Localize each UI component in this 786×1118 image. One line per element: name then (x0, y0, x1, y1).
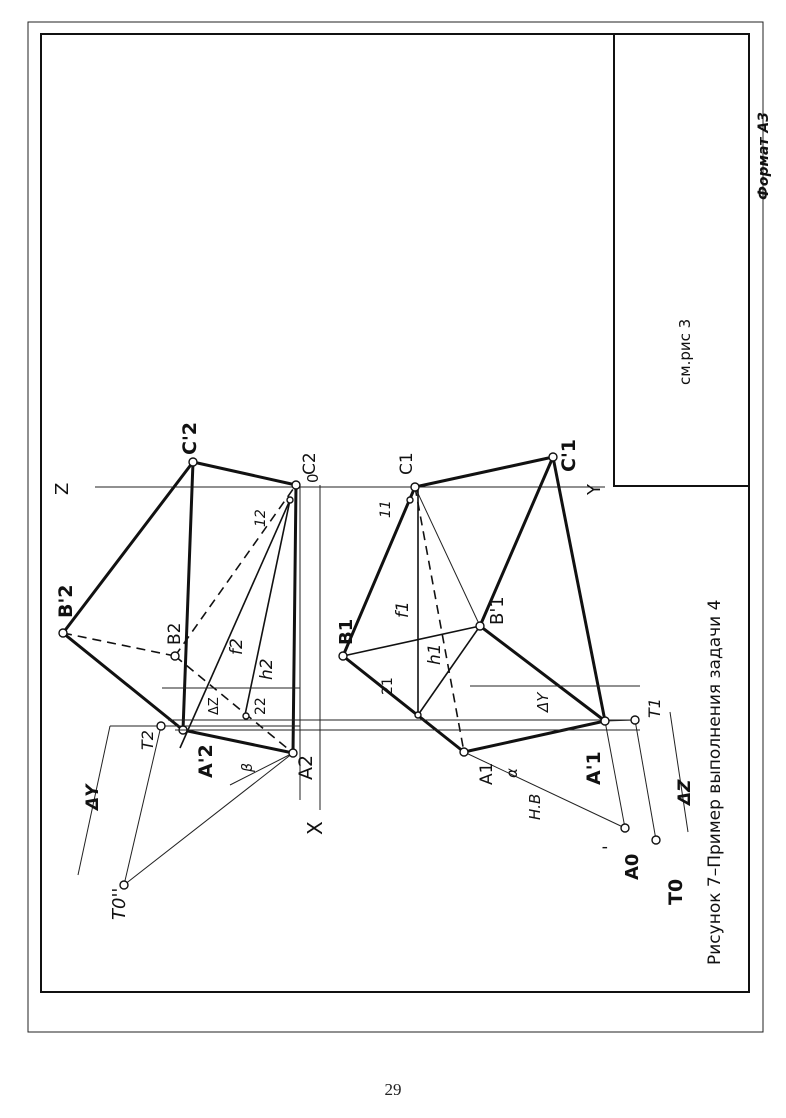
edge-b2p-a2p (61, 631, 185, 732)
point-a1 (459, 747, 469, 757)
point-b2-prime (58, 628, 68, 638)
axis-x-label: X (303, 821, 327, 835)
label-t0-dbl: T0'' (109, 888, 130, 920)
point-a2 (288, 748, 298, 758)
format-label: Формат А3 (756, 112, 772, 200)
label-a2: A2 (295, 755, 317, 780)
edge-b1-c1 (341, 485, 417, 658)
label-b2: B2 (165, 623, 185, 645)
inner-frame (40, 33, 750, 993)
line-f1 (417, 625, 481, 716)
label-22: 22 (253, 697, 269, 715)
figure-caption: Рисунок 7–Пример выполнения задачи 4 (705, 600, 725, 965)
label-c2: C2 (300, 452, 320, 475)
label-t1: T1 (645, 698, 664, 718)
label-a1-prime: A'1 (583, 751, 605, 785)
label-b2-prime: B'2 (55, 584, 77, 618)
edge-c2p-a2p (181, 460, 195, 732)
edge-b1-b1p (342, 625, 481, 657)
label-hb: H.B (526, 794, 544, 820)
label-f1: f1 (393, 601, 413, 618)
edge-b1p-a1 (478, 624, 607, 723)
line-h2 (179, 499, 291, 749)
point-c2 (291, 480, 301, 490)
line-c1-b1p (414, 486, 481, 627)
label-t2: T2 (138, 730, 157, 750)
line-hb (463, 751, 626, 829)
point-b1 (338, 651, 348, 661)
axis-origin-label: 0 (304, 473, 322, 483)
label-11: 11 (378, 500, 394, 518)
label-delta-y: ΔY (83, 783, 103, 812)
label-h1: h1 (425, 643, 445, 665)
dash-b2-c2 (174, 484, 297, 657)
edge-a2p-a2 (181, 728, 295, 755)
point-c1 (410, 482, 420, 492)
line-beta (229, 752, 294, 786)
label-b1: B1 (336, 619, 357, 645)
edge-b2p-c2p (61, 460, 195, 635)
label-21: 21 (380, 677, 396, 695)
point-21 (414, 711, 422, 719)
line-f2 (244, 499, 291, 716)
point-11 (406, 496, 414, 504)
edge-c1p-b1p (478, 455, 555, 628)
label-a1: A1 (477, 763, 497, 785)
point-t0-dbl (119, 880, 129, 890)
point-a0 (620, 823, 630, 833)
line-t0-a2 (123, 752, 294, 886)
label-a2-prime: A'2 (195, 744, 217, 778)
point-c1-prime (548, 452, 558, 462)
edge-c2-a2 (291, 483, 298, 755)
edge-c1-c1p (413, 455, 555, 489)
dash-b2p-b2 (62, 632, 176, 657)
line-t0-t2 (123, 725, 162, 886)
label-c2-prime: C'2 (179, 422, 201, 455)
point-t2 (156, 721, 166, 731)
label-a0: A0 (622, 854, 643, 880)
title-block (613, 33, 750, 487)
edge-b1-a1p (341, 654, 466, 754)
point-t0 (651, 835, 661, 845)
label-c1-prime: C'1 (558, 439, 580, 472)
dash-c1-a1p (414, 486, 465, 753)
stamp-note: см.рис 3 (676, 319, 694, 385)
page-number: 29 (384, 1080, 402, 1099)
label-c1: C1 (397, 452, 417, 475)
point-a1-prime (600, 716, 610, 726)
axis-z-label: Z (52, 483, 73, 495)
point-22 (242, 712, 250, 720)
label-h2: h2 (257, 658, 277, 680)
label-t0-prime-mark: ' (600, 845, 620, 850)
label-t0: T0 (665, 879, 687, 905)
label-delta-z: ΔZ (675, 779, 695, 807)
point-c2-prime (188, 457, 198, 467)
point-b2 (170, 651, 180, 661)
outer-frame (27, 21, 764, 1033)
label-delta-y-bottom: ΔY (534, 691, 552, 713)
edge-c2p-c2 (191, 460, 298, 487)
label-b1-prime: B'1 (487, 596, 508, 625)
edge-a1p-a1 (462, 719, 607, 754)
label-12: 12 (253, 509, 269, 527)
label-delta-z-top: ΔZ (207, 697, 222, 715)
dim-dz-bottom (669, 711, 689, 833)
point-t1 (630, 715, 640, 725)
axis-y-label: Y (584, 483, 605, 496)
label-alpha: α (503, 768, 521, 778)
label-beta: β (240, 763, 256, 773)
dash-b2-a2 (174, 655, 294, 754)
label-f2: f2 (227, 638, 247, 655)
edge-c1p-a1 (551, 455, 607, 723)
point-b1-prime (475, 621, 485, 631)
line-a1-a0 (604, 720, 626, 829)
line-t1-t0 (634, 719, 657, 841)
point-12 (286, 496, 294, 504)
dim-dy-line (77, 725, 111, 876)
